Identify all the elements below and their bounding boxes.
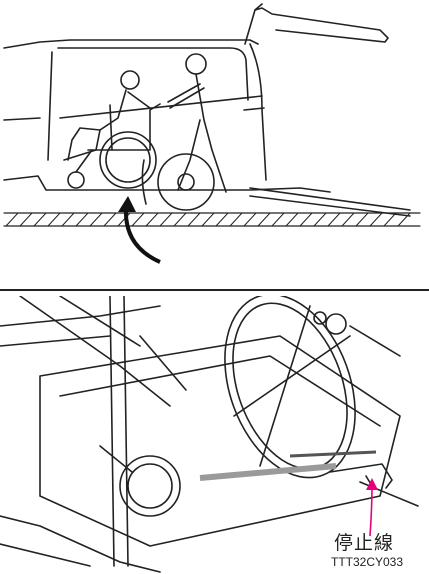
wheelchair-loading-illustration [0,0,429,283]
figure-code: TTT32CY033 [331,555,403,569]
stop-line-stripe [200,466,336,478]
stop-line-label: 停止線 [334,528,394,555]
panel-divider [0,289,429,291]
wheelchair-loading-panel [0,0,429,283]
